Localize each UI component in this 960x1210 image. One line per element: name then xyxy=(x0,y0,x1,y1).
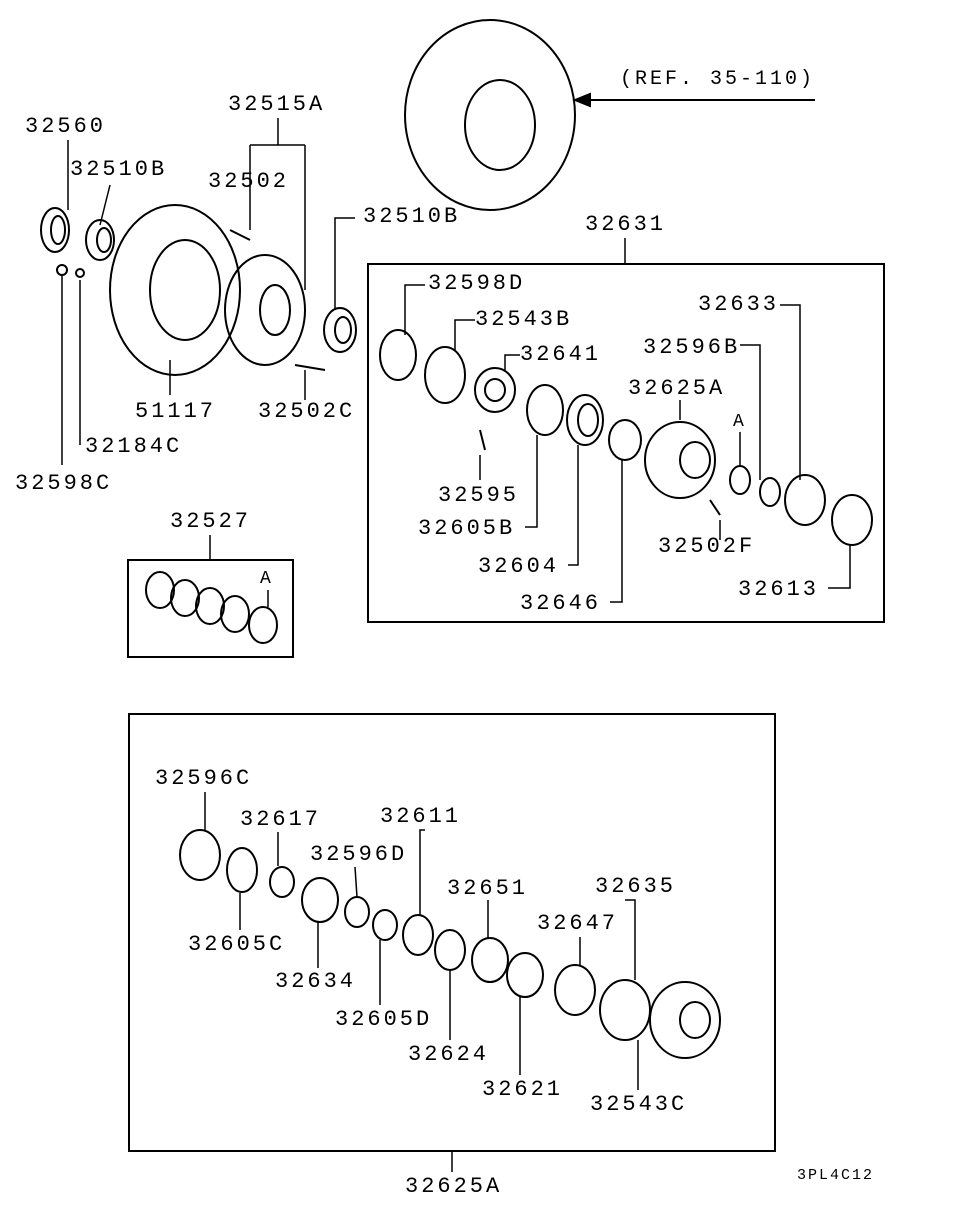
reference-mark-a: A xyxy=(733,412,747,432)
reference-label: (REF. 35-110) xyxy=(620,68,816,91)
part-label[interactable]: 32617 xyxy=(240,807,322,832)
part-label[interactable]: 32633 xyxy=(698,292,780,317)
part-label[interactable]: 32527 xyxy=(170,509,252,534)
part-label[interactable]: 32502F xyxy=(658,534,756,559)
part-label[interactable]: 32595 xyxy=(438,483,520,508)
ring-set-box-32527 xyxy=(127,559,294,658)
brake-disc-51117 xyxy=(109,204,306,376)
part-label[interactable]: 32605C xyxy=(188,932,286,957)
part-label[interactable]: 32596C xyxy=(155,766,253,791)
leader-lines xyxy=(61,118,851,1172)
part-label[interactable]: 32543B xyxy=(475,307,573,332)
part-label[interactable]: 32605D xyxy=(335,1007,433,1032)
part-label[interactable]: 32647 xyxy=(537,911,619,936)
part-label[interactable]: 32510B xyxy=(70,157,168,182)
part-label[interactable]: 32598D xyxy=(428,271,526,296)
part-label[interactable]: 32502C xyxy=(258,399,356,424)
part-label[interactable]: 32613 xyxy=(738,577,820,602)
part-label[interactable]: 32625A xyxy=(628,376,726,401)
part-label[interactable]: 32184C xyxy=(85,434,183,459)
part-label[interactable]: 32515A xyxy=(228,92,326,117)
part-label[interactable]: 32625A xyxy=(405,1174,503,1199)
reference-brake-disc xyxy=(404,19,815,211)
part-label[interactable]: 32611 xyxy=(380,804,462,829)
part-label[interactable]: 32510B xyxy=(363,204,461,229)
part-label[interactable]: 32634 xyxy=(275,969,357,994)
part-label[interactable]: 32604 xyxy=(478,554,560,579)
part-label[interactable]: 32651 xyxy=(447,876,529,901)
ring-set-32527 xyxy=(145,571,278,644)
part-label[interactable]: 32631 xyxy=(585,212,667,237)
part-label[interactable]: 32543C xyxy=(590,1092,688,1117)
part-label[interactable]: 32560 xyxy=(25,114,107,139)
part-label[interactable]: 32621 xyxy=(482,1077,564,1102)
part-label[interactable]: 32596D xyxy=(310,842,408,867)
hub-kit-parts xyxy=(379,329,873,546)
part-label[interactable]: 32646 xyxy=(520,591,602,616)
free-wheel-hub-box-32625A xyxy=(128,713,776,1152)
part-label[interactable]: 32596B xyxy=(643,335,741,360)
bearings-and-seals xyxy=(40,207,357,371)
diagram-code: 3PL4C12 xyxy=(797,1167,875,1184)
reference-mark-a: A xyxy=(260,569,274,589)
part-label[interactable]: 32624 xyxy=(408,1042,490,1067)
part-label[interactable]: 51117 xyxy=(135,399,217,424)
part-label[interactable]: 32635 xyxy=(595,874,677,899)
part-label[interactable]: 32502 xyxy=(208,169,290,194)
hub-kit-box-32631 xyxy=(367,263,885,623)
part-label[interactable]: 32605B xyxy=(418,516,516,541)
part-label[interactable]: 32598C xyxy=(15,471,113,496)
free-wheel-hub-parts xyxy=(179,829,721,1059)
part-label[interactable]: 32641 xyxy=(520,342,602,367)
